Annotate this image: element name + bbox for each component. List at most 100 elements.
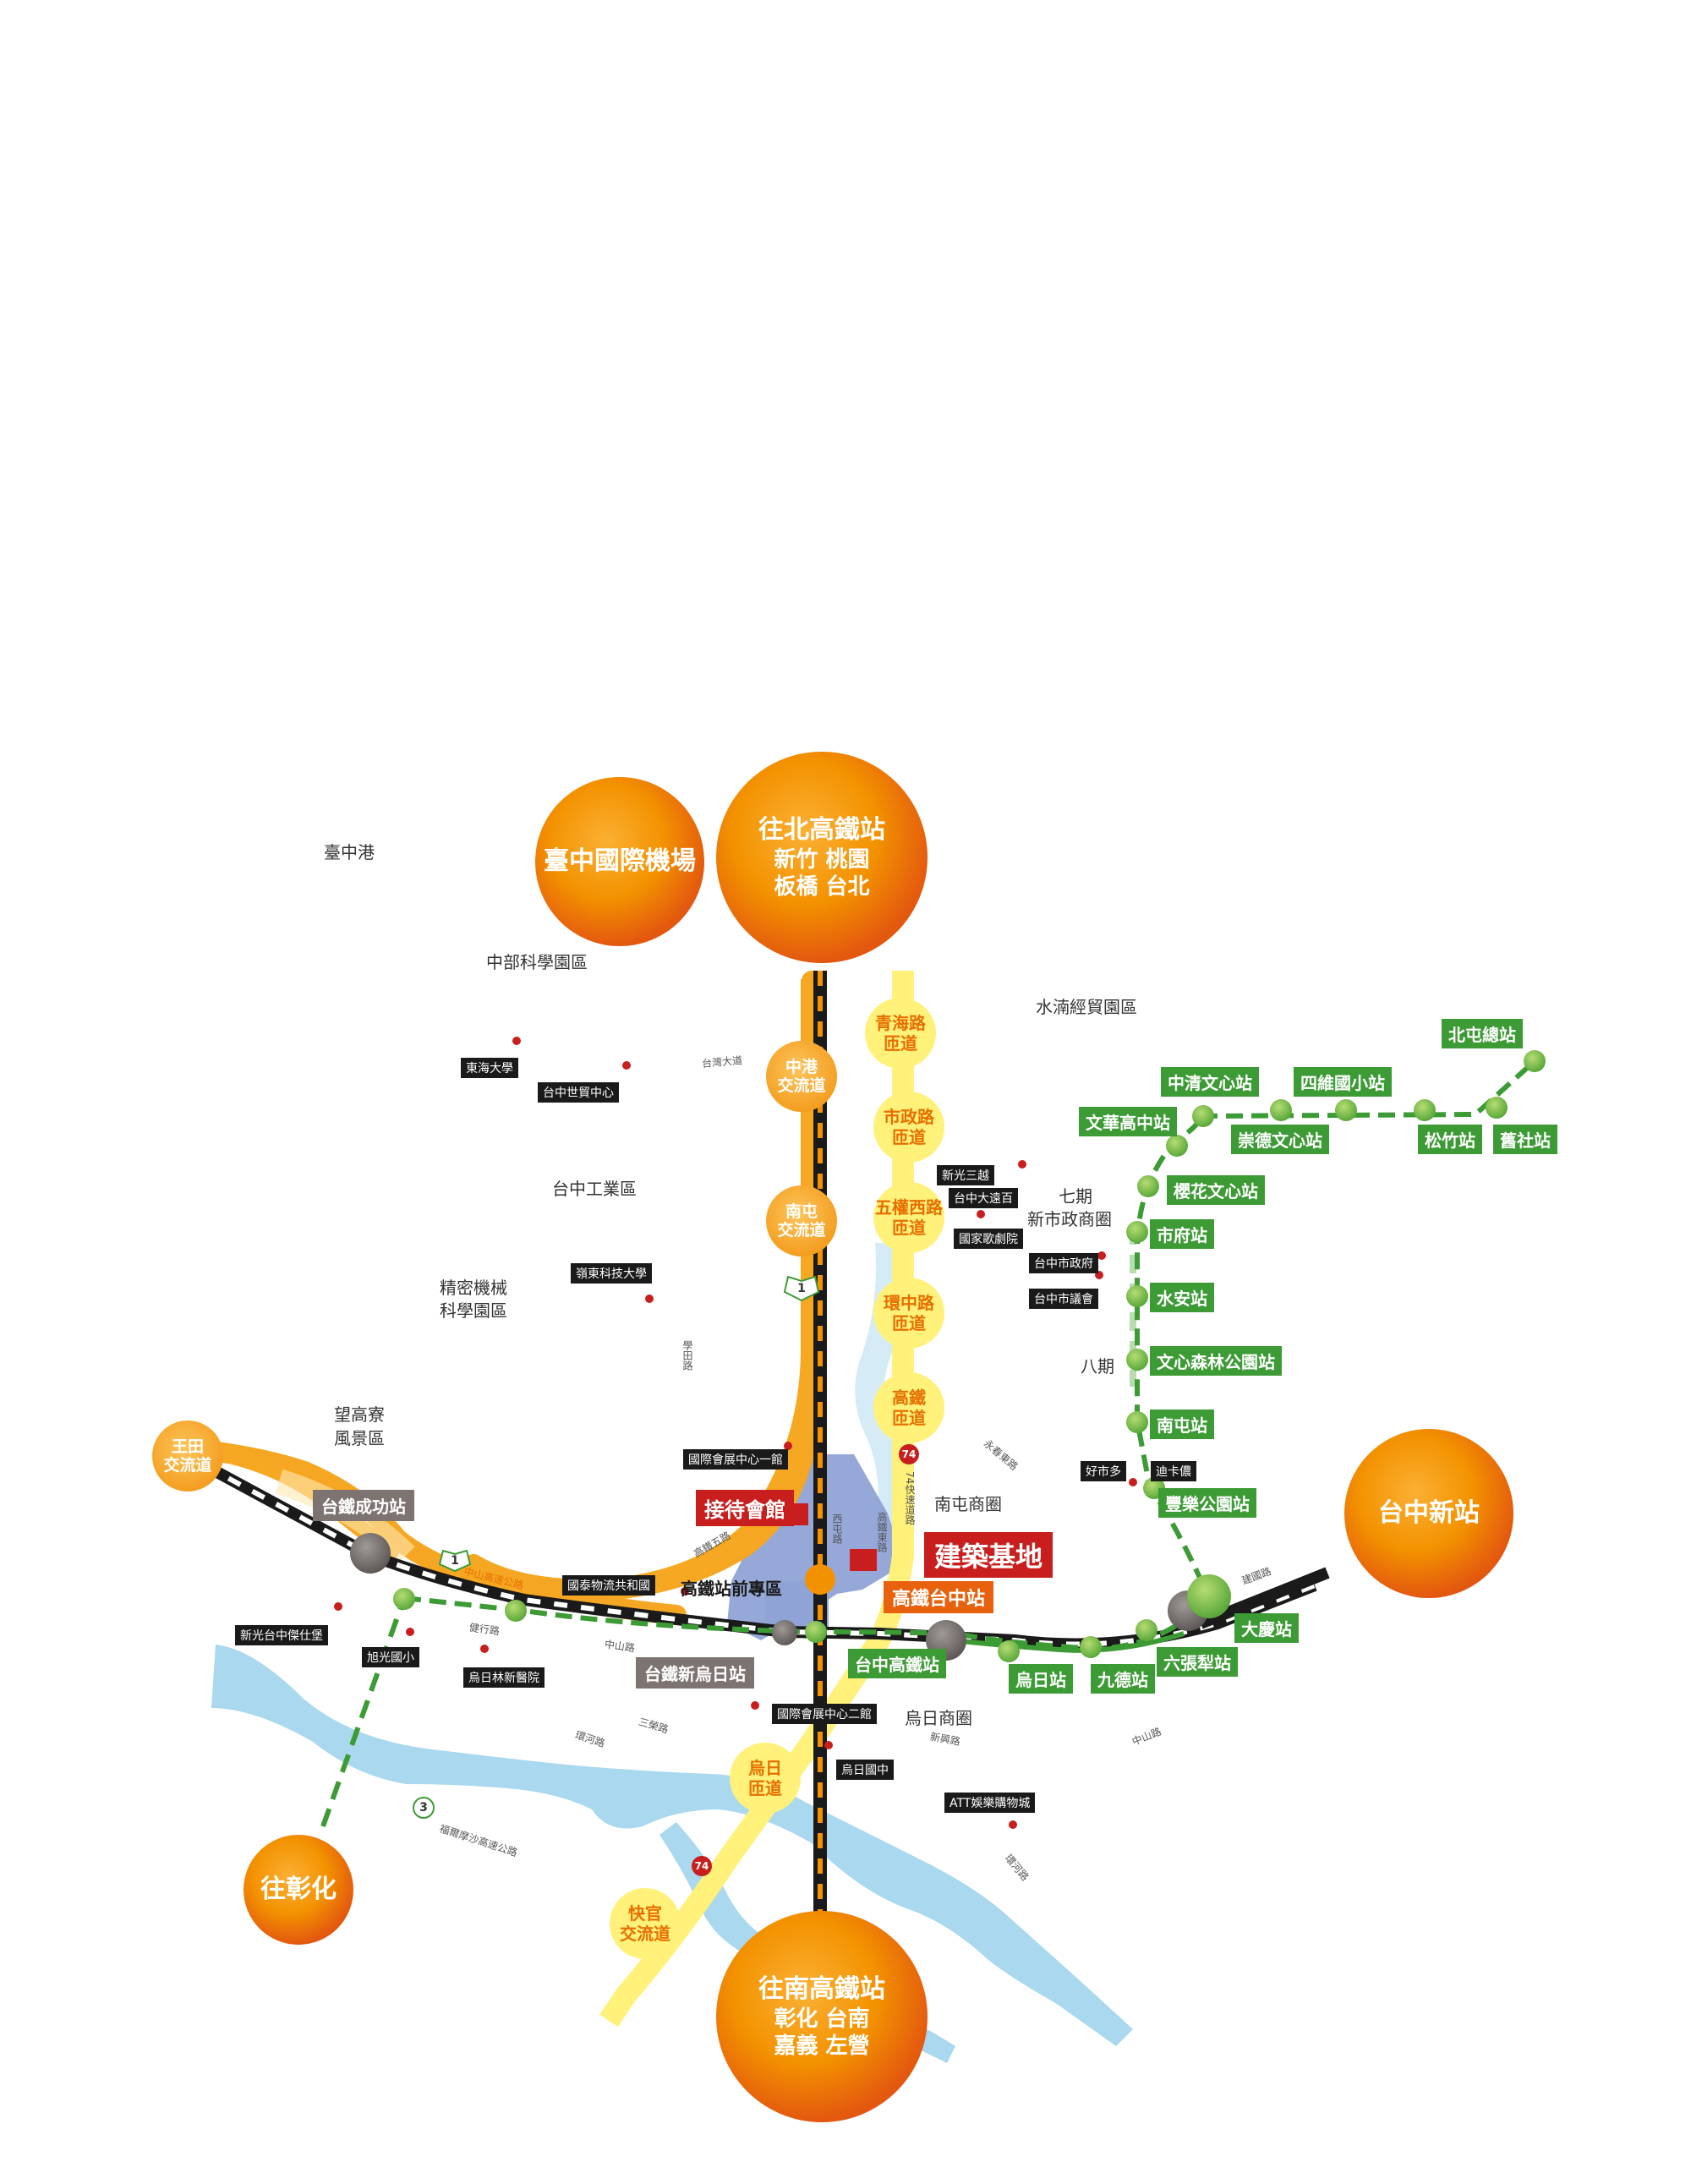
north-hsr-circle (716, 752, 928, 963)
site-label: 建築基地 (924, 1532, 1053, 1578)
landmark-council: 台中市議會 (1029, 1289, 1098, 1309)
shield-3-label: 3 (419, 1801, 428, 1815)
ramp-line: 烏日 (748, 1758, 782, 1778)
ramp-line: 匝道 (748, 1778, 782, 1798)
ramp-line: 匝道 (884, 1033, 917, 1054)
taichung-new-circle (1344, 1429, 1513, 1598)
airport-circle (535, 777, 704, 946)
ramp-line: 環中路 (884, 1293, 934, 1313)
chenggong-circle (350, 1533, 391, 1574)
shield-74-a (899, 1444, 919, 1464)
mrt-shuian: 水安站 (1150, 1283, 1214, 1312)
area-phase8: 八期 (1081, 1356, 1114, 1377)
mrt-liuzhangli: 六張犁站 (1157, 1647, 1238, 1677)
mrt-yinghua: 櫻花文心站 (1167, 1175, 1265, 1205)
south-hsr-line2: 嘉義 左營 (774, 2033, 870, 2059)
area-industrial: 台中工業區 (552, 1179, 637, 1199)
landmark-opera: 國家歌劇院 (954, 1229, 1023, 1249)
chenggong-station: 台鐵成功站 (313, 1490, 414, 1521)
xinwuri-station: 台鐵新烏日站 (636, 1657, 754, 1689)
landmark-wuri-jh: 烏日國中 (836, 1760, 894, 1780)
area-science-park: 中部科學園區 (486, 952, 588, 972)
hsr-ramp (873, 1372, 944, 1443)
north-hsr-label: 往北高鐵站 新竹 桃園 板橋 台北 (758, 814, 885, 900)
ramp-line: 快官 (628, 1903, 662, 1924)
mrt-hsr: 台中高鐵站 (848, 1649, 946, 1678)
ramp-line: 匝道 (892, 1408, 926, 1428)
ic-line: 交流道 (163, 1456, 212, 1475)
south-hsr-line1: 彰化 台南 (774, 2006, 870, 2032)
landmark-att: ATT娛樂購物城 (944, 1793, 1036, 1813)
hsr-taichung-label: 高鐵台中站 (884, 1581, 994, 1613)
landmark-shinkong-jie: 新光台中傑仕堡 (235, 1625, 328, 1645)
landmark-shinkong: 新光三越 (937, 1165, 994, 1185)
ramp-line: 高鐵 (892, 1388, 926, 1408)
mrt-chongde: 崇德文心站 (1231, 1125, 1329, 1154)
road-xiwu: 西屯路 (831, 1513, 843, 1544)
shield-3 (413, 1797, 435, 1819)
qinghai-ramp-label: 青海路匝道 (875, 1013, 926, 1054)
zhonggang-ic-label: 中港交流道 (777, 1058, 825, 1095)
shizheng-ramp-label: 市政路匝道 (884, 1107, 934, 1147)
mrt-songzhu: 松竹站 (1418, 1125, 1482, 1154)
shield-1-b (438, 1549, 472, 1573)
ic-line: 中港 (785, 1058, 818, 1076)
landmark-expo1: 國際會展中心一館 (683, 1449, 788, 1470)
huanzhong-ramp-label: 環中路匝道 (884, 1293, 934, 1333)
railway-dash (179, 1450, 1316, 1647)
landmark-linxin: 烏日林新醫院 (463, 1667, 545, 1688)
area-shuinan: 水湳經貿園區 (1036, 997, 1137, 1017)
landmark-lingtung: 嶺東科技大學 (571, 1263, 652, 1284)
hsr-taichung-dot (805, 1564, 835, 1595)
landmark-wtc: 台中世貿中心 (538, 1082, 619, 1103)
landmark-tunghai: 東海大學 (461, 1058, 518, 1078)
mrt-wenxin-forest: 文心森林公園站 (1150, 1346, 1282, 1376)
mrt-wuri: 烏日站 (1009, 1664, 1073, 1694)
ramp-line: 匝道 (892, 1127, 926, 1147)
mrt-siwei: 四維國小站 (1294, 1067, 1392, 1097)
south-hsr-title: 往南高鐵站 (758, 1974, 885, 2004)
area-phase7-1: 七期 (1059, 1186, 1092, 1207)
shield-74-b (692, 1856, 712, 1876)
wangtian-ic-label: 王田交流道 (163, 1437, 211, 1475)
ramp-line: 交流道 (620, 1924, 670, 1944)
north-hsr-line2: 板橋 台北 (774, 874, 870, 900)
wuquan-ramp (873, 1182, 944, 1253)
landmark-cathay: 國泰物流共和國 (562, 1575, 655, 1596)
north-hsr-title: 往北高鐵站 (758, 815, 885, 845)
ic-line: 交流道 (777, 1221, 826, 1240)
area-hsr-zone: 高鐵站前專區 (681, 1579, 782, 1599)
area-wanggao-2: 風景區 (334, 1428, 385, 1448)
landmark-xuguang: 旭光國小 (362, 1647, 419, 1667)
ramp-line: 五權西路 (875, 1197, 943, 1218)
mrt-daqing: 大慶站 (1234, 1613, 1299, 1643)
area-wanggao-1: 望高寮 (334, 1404, 385, 1425)
zhonggang-ic (766, 1041, 837, 1112)
hsr-ramp-label: 高鐵匝道 (892, 1388, 926, 1428)
ic-line: 王田 (171, 1437, 205, 1456)
landmark-expo2: 國際會展中心二館 (772, 1704, 877, 1724)
road-gaotie-east: 高鐵東路 (876, 1512, 888, 1552)
nantun-ic (766, 1185, 837, 1256)
mrt-beitun: 北屯總站 (1442, 1019, 1523, 1048)
road-expy74: 74快速道路 (904, 1471, 916, 1525)
ramp-line: 市政路 (884, 1107, 934, 1127)
landmark-cityhall: 台中市政府 (1029, 1253, 1098, 1273)
ic-line: 交流道 (777, 1076, 826, 1095)
reception-label: 接待會館 (696, 1490, 794, 1526)
ramp-line: 匝道 (892, 1313, 926, 1333)
mrt-fengle: 豐樂公園站 (1158, 1488, 1256, 1518)
shield-74-b-label: 74 (694, 1860, 709, 1872)
wuri-ramp-label: 烏日匝道 (748, 1758, 782, 1798)
shield-1-a (783, 1275, 820, 1302)
river-branch (659, 1822, 955, 2063)
changhua-label: 往彰化 (260, 1875, 337, 1904)
mrt-jiushe: 舊社站 (1493, 1125, 1557, 1154)
shizheng-ramp (873, 1092, 944, 1163)
site-marker (850, 1549, 877, 1571)
shield-1-b-label: 1 (451, 1554, 459, 1568)
mrt-wenhua: 文華高中站 (1079, 1107, 1177, 1136)
ic-line: 南屯 (785, 1202, 818, 1221)
railway-east (1198, 1567, 1330, 1629)
